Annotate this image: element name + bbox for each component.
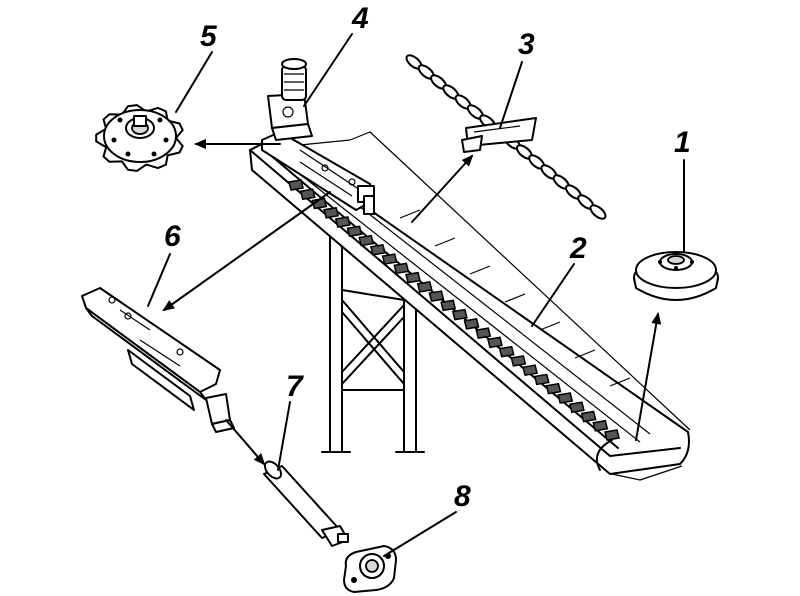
chain-flight — [299, 188, 316, 201]
gear-motor — [267, 58, 313, 141]
callout-8: 8 — [454, 480, 471, 513]
chain-flight — [393, 262, 410, 275]
chain-flight — [604, 429, 620, 441]
callout-labels: 1 2 3 4 5 6 7 8 — [164, 2, 691, 513]
callout-1: 1 — [674, 126, 691, 159]
chain-flight — [346, 225, 363, 238]
callout-6: 6 — [164, 220, 181, 253]
side-plate — [81, 287, 235, 433]
chain-segment — [405, 54, 607, 220]
chain-flight — [592, 419, 609, 432]
callout-7: 7 — [286, 370, 304, 403]
chain-flight — [451, 308, 468, 321]
chain-flight — [580, 410, 597, 423]
chain-flight — [545, 382, 562, 395]
support-frame — [321, 229, 425, 453]
chain-flight — [381, 253, 398, 265]
chain-link — [589, 204, 607, 220]
drive-sprocket — [95, 104, 184, 172]
chain-flight — [522, 364, 538, 377]
chain-flights — [288, 179, 620, 441]
chain-flight — [557, 392, 574, 404]
chain-flight — [370, 243, 386, 256]
chain-flight — [533, 373, 550, 386]
callout-3: 3 — [518, 28, 535, 61]
chain-flight — [510, 355, 527, 367]
chain-flight — [288, 179, 304, 191]
chain-flight — [358, 234, 375, 247]
chain-flight — [405, 271, 421, 284]
conveyor-trough — [249, 131, 691, 481]
idler-pulley — [633, 251, 719, 301]
callout-4: 4 — [351, 2, 369, 35]
callout-5: 5 — [200, 20, 218, 53]
chain-flight — [416, 280, 433, 293]
chain-attachment — [461, 117, 537, 153]
chain-flight — [440, 299, 457, 312]
leader-lines — [147, 33, 685, 557]
chain-flight — [475, 327, 492, 340]
chain-flight — [428, 290, 445, 302]
bearing-housing — [343, 545, 397, 593]
callout-2: 2 — [569, 232, 587, 265]
chain-flight — [463, 318, 480, 330]
roller-shaft — [263, 460, 349, 547]
chain-flight — [487, 336, 503, 349]
chain-flight — [498, 345, 515, 358]
chain-flight — [568, 401, 585, 414]
chain-flight — [323, 206, 340, 219]
chain-flight — [334, 216, 351, 228]
